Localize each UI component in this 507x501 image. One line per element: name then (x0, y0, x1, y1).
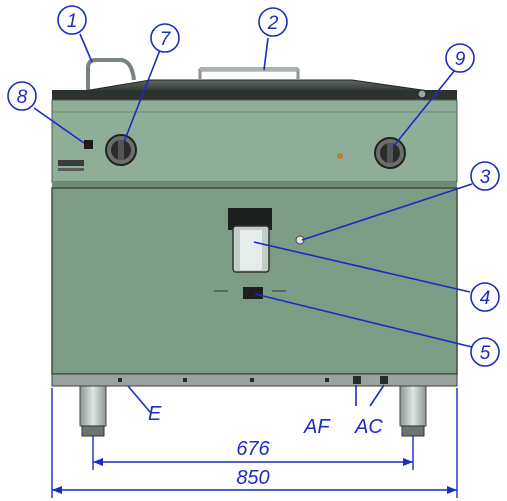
leader-lines (33, 33, 473, 413)
base-rivets (118, 376, 388, 384)
knob-9 (374, 137, 406, 169)
lid-handle (198, 68, 300, 80)
callout-7-label: 7 (160, 29, 172, 50)
valve-9 (417, 89, 427, 99)
indicator-dot (337, 153, 343, 159)
side-fitting-lower (58, 168, 84, 171)
callout-3-label: 3 (480, 167, 491, 188)
panel-trim (52, 182, 457, 188)
callout-4-label: 4 (480, 288, 491, 309)
dimension-lines (51, 388, 458, 498)
pilot-light (84, 140, 93, 149)
top-rim (52, 90, 457, 100)
code-e: E (148, 403, 162, 425)
callout-1-label: 1 (67, 11, 78, 32)
callout-8-label: 8 (17, 87, 28, 108)
draw-off-tap (228, 208, 272, 273)
lid-handle-grip (200, 67, 298, 71)
callout-8: 8 (7, 81, 37, 111)
switch-5 (214, 287, 286, 299)
callout-3: 3 (470, 161, 500, 191)
callout-9-label: 9 (455, 49, 466, 70)
code-ac: AC (354, 416, 383, 438)
side-fitting (58, 160, 84, 166)
base-plinth (51, 373, 458, 387)
callout-9: 9 (445, 43, 475, 73)
code-af: AF (303, 416, 331, 438)
callout-5-label: 5 (480, 343, 491, 364)
dimension-arrows (52, 458, 457, 494)
leg-right (399, 385, 427, 437)
callout-2: 2 (258, 7, 288, 37)
knob-7 (105, 134, 137, 166)
callout-1: 1 (57, 5, 87, 35)
callout-7: 7 (150, 23, 180, 53)
dimension-overall-width: 850 (236, 467, 269, 489)
callout-2-label: 2 (267, 13, 279, 34)
callout-5: 5 (470, 337, 500, 367)
callout-4: 4 (470, 282, 500, 312)
dimension-inner-width: 676 (236, 438, 270, 460)
lid-lever (86, 58, 136, 96)
leg-left (79, 385, 107, 437)
